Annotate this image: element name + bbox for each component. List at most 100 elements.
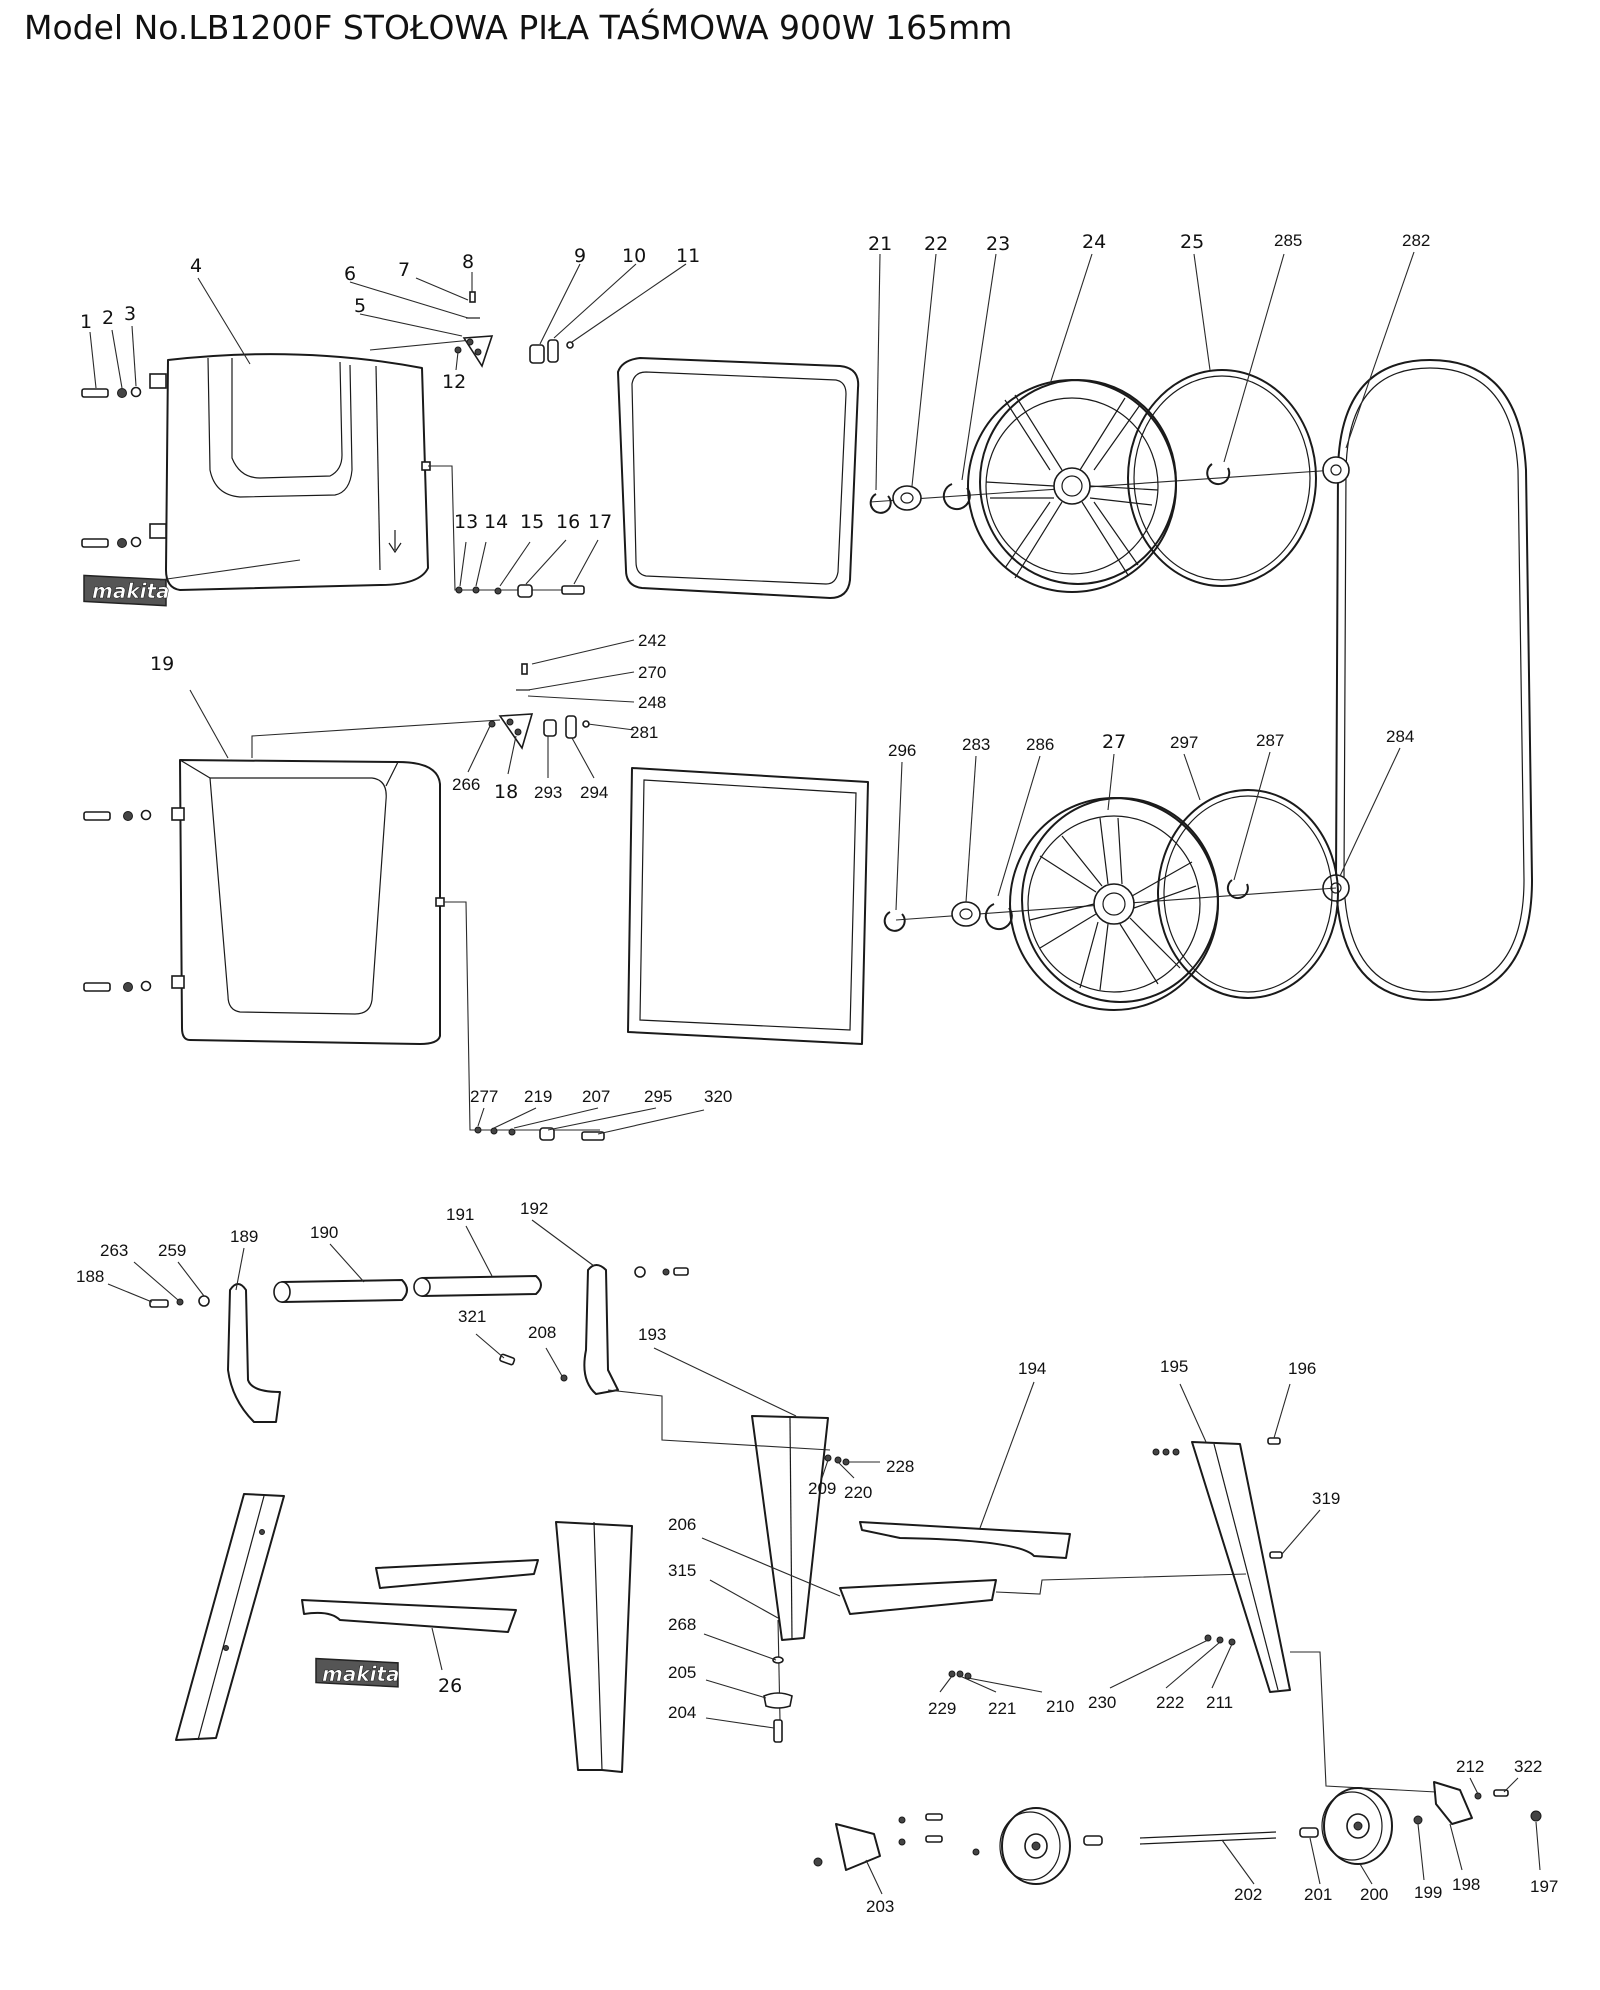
part-label-296: 296 — [888, 741, 916, 760]
brace-hardware-icon — [948, 1634, 1236, 1680]
part-label-295: 295 — [644, 1087, 672, 1106]
circlip-287-icon — [1226, 879, 1249, 900]
part-label-201: 201 — [1304, 1885, 1332, 1904]
circlip-285-icon — [1206, 463, 1231, 485]
part-label-18: 18 — [494, 781, 518, 803]
part-label-24: 24 — [1082, 231, 1106, 253]
part-label-19: 19 — [150, 653, 174, 675]
part-label-194: 194 — [1018, 1359, 1046, 1378]
part-label-9: 9 — [574, 245, 586, 267]
part-label-283: 283 — [962, 735, 990, 754]
part-label-203: 203 — [866, 1897, 894, 1916]
stand-leg-middle-icon — [555, 1521, 633, 1773]
caster-wheel-right-icon — [1321, 1787, 1393, 1865]
part-label-230: 230 — [1088, 1693, 1116, 1712]
part-label-190: 190 — [310, 1223, 338, 1242]
part-label-189: 189 — [230, 1227, 258, 1246]
part-label-263: 263 — [100, 1241, 128, 1260]
part-label-277: 277 — [470, 1087, 498, 1106]
part-label-222: 222 — [1156, 1693, 1184, 1712]
leader-lines — [89, 251, 1541, 1895]
part-label-287: 287 — [1256, 731, 1284, 750]
part-label-5: 5 — [354, 295, 366, 317]
axle-202-icon — [1083, 1827, 1319, 1846]
circlip-296-icon — [883, 911, 906, 932]
part-label-2: 2 — [102, 307, 114, 329]
part-label-270: 270 — [638, 663, 666, 682]
part-label-6: 6 — [344, 263, 356, 285]
part-label-1: 1 — [80, 311, 92, 333]
stand-leg-193-icon — [751, 1415, 850, 1641]
foot-hardware-icon — [763, 1619, 793, 1743]
part-label-192: 192 — [520, 1199, 548, 1218]
cover-bolt-set-lower-icon — [83, 809, 152, 992]
upper-wheel-tire-icon — [1127, 369, 1317, 587]
lower-wheel-tire-icon — [1157, 789, 1339, 999]
part-label-229: 229 — [928, 1699, 956, 1718]
logo-text-2: makita — [322, 1662, 400, 1686]
part-label-219: 219 — [524, 1087, 552, 1106]
stand-leg-195-icon — [1152, 1437, 1437, 1793]
part-label-293: 293 — [534, 783, 562, 802]
stand-top-bolt-set-icon — [149, 1295, 210, 1308]
part-label-205: 205 — [668, 1663, 696, 1682]
part-label-284: 284 — [1386, 727, 1414, 746]
lower-window-frame-icon — [627, 767, 869, 1045]
upper-wheel-cover-icon — [149, 353, 431, 591]
upper-band-wheel-icon — [967, 379, 1177, 593]
cross-brace-206-icon — [839, 1573, 1247, 1615]
part-label-8: 8 — [462, 251, 474, 273]
part-label-228: 228 — [886, 1457, 914, 1476]
part-label-21: 21 — [868, 233, 892, 255]
part-label-209: 209 — [808, 1479, 836, 1498]
part-label-297: 297 — [1170, 733, 1198, 752]
lower-wheel-cover-icon — [171, 759, 445, 1045]
part-label-322: 322 — [1514, 1757, 1542, 1776]
circlip-286-icon — [984, 903, 1013, 931]
part-label-266: 266 — [452, 775, 480, 794]
tube-190-icon — [273, 1279, 408, 1303]
part-label-211: 211 — [1206, 1693, 1233, 1712]
lower-band-wheel-icon — [1009, 797, 1219, 1011]
part-label-221: 221 — [988, 1699, 1016, 1718]
part-label-198: 198 — [1452, 1875, 1480, 1894]
part-label-3: 3 — [124, 303, 136, 325]
part-label-206: 206 — [668, 1515, 696, 1534]
cover-bolt-set-upper-icon — [81, 386, 142, 548]
saw-blade-band-icon — [1322, 359, 1533, 1001]
part-label-199: 199 — [1414, 1883, 1442, 1902]
part-label-285: 285 — [1274, 231, 1302, 250]
tube-191-icon — [413, 1275, 542, 1297]
part-label-23: 23 — [986, 233, 1010, 255]
part-label-7: 7 — [398, 259, 410, 281]
part-label-10: 10 — [622, 245, 646, 267]
circlip-21-icon — [869, 493, 892, 514]
part-label-26: 26 — [438, 1675, 462, 1697]
part-label-188: 188 — [76, 1267, 104, 1286]
part-label-195: 195 — [1160, 1357, 1188, 1376]
circlip-23-icon — [942, 483, 971, 511]
part-label-321: 321 — [458, 1307, 486, 1326]
part-label-286: 286 — [1026, 735, 1054, 754]
part-label-212: 212 — [1456, 1757, 1484, 1776]
part-label-17: 17 — [588, 511, 612, 533]
part-label-220: 220 — [844, 1483, 872, 1502]
part-label-12: 12 — [442, 371, 466, 393]
part-label-315: 315 — [668, 1561, 696, 1580]
part-label-11: 11 — [676, 245, 700, 267]
part-label-281: 281 — [630, 723, 658, 742]
logo-text: makita — [92, 579, 170, 603]
part-label-242: 242 — [638, 631, 666, 650]
upper-hinge-bracket-icon — [369, 291, 574, 368]
part-label-4: 4 — [190, 255, 202, 277]
part-label-25: 25 — [1180, 231, 1204, 253]
makita-logo-plate-icon: makita — [83, 574, 170, 607]
part-label-193: 193 — [638, 1325, 666, 1344]
part-label-13: 13 — [454, 511, 478, 533]
part-label-282: 282 — [1402, 231, 1430, 250]
upper-window-frame-icon — [617, 357, 860, 599]
part-number-labels: 1 2 3 4 5 6 7 8 9 10 11 12 13 14 15 16 1… — [76, 231, 1558, 1916]
upper-knob-screw-set-icon — [428, 465, 585, 598]
part-label-14: 14 — [484, 511, 508, 533]
